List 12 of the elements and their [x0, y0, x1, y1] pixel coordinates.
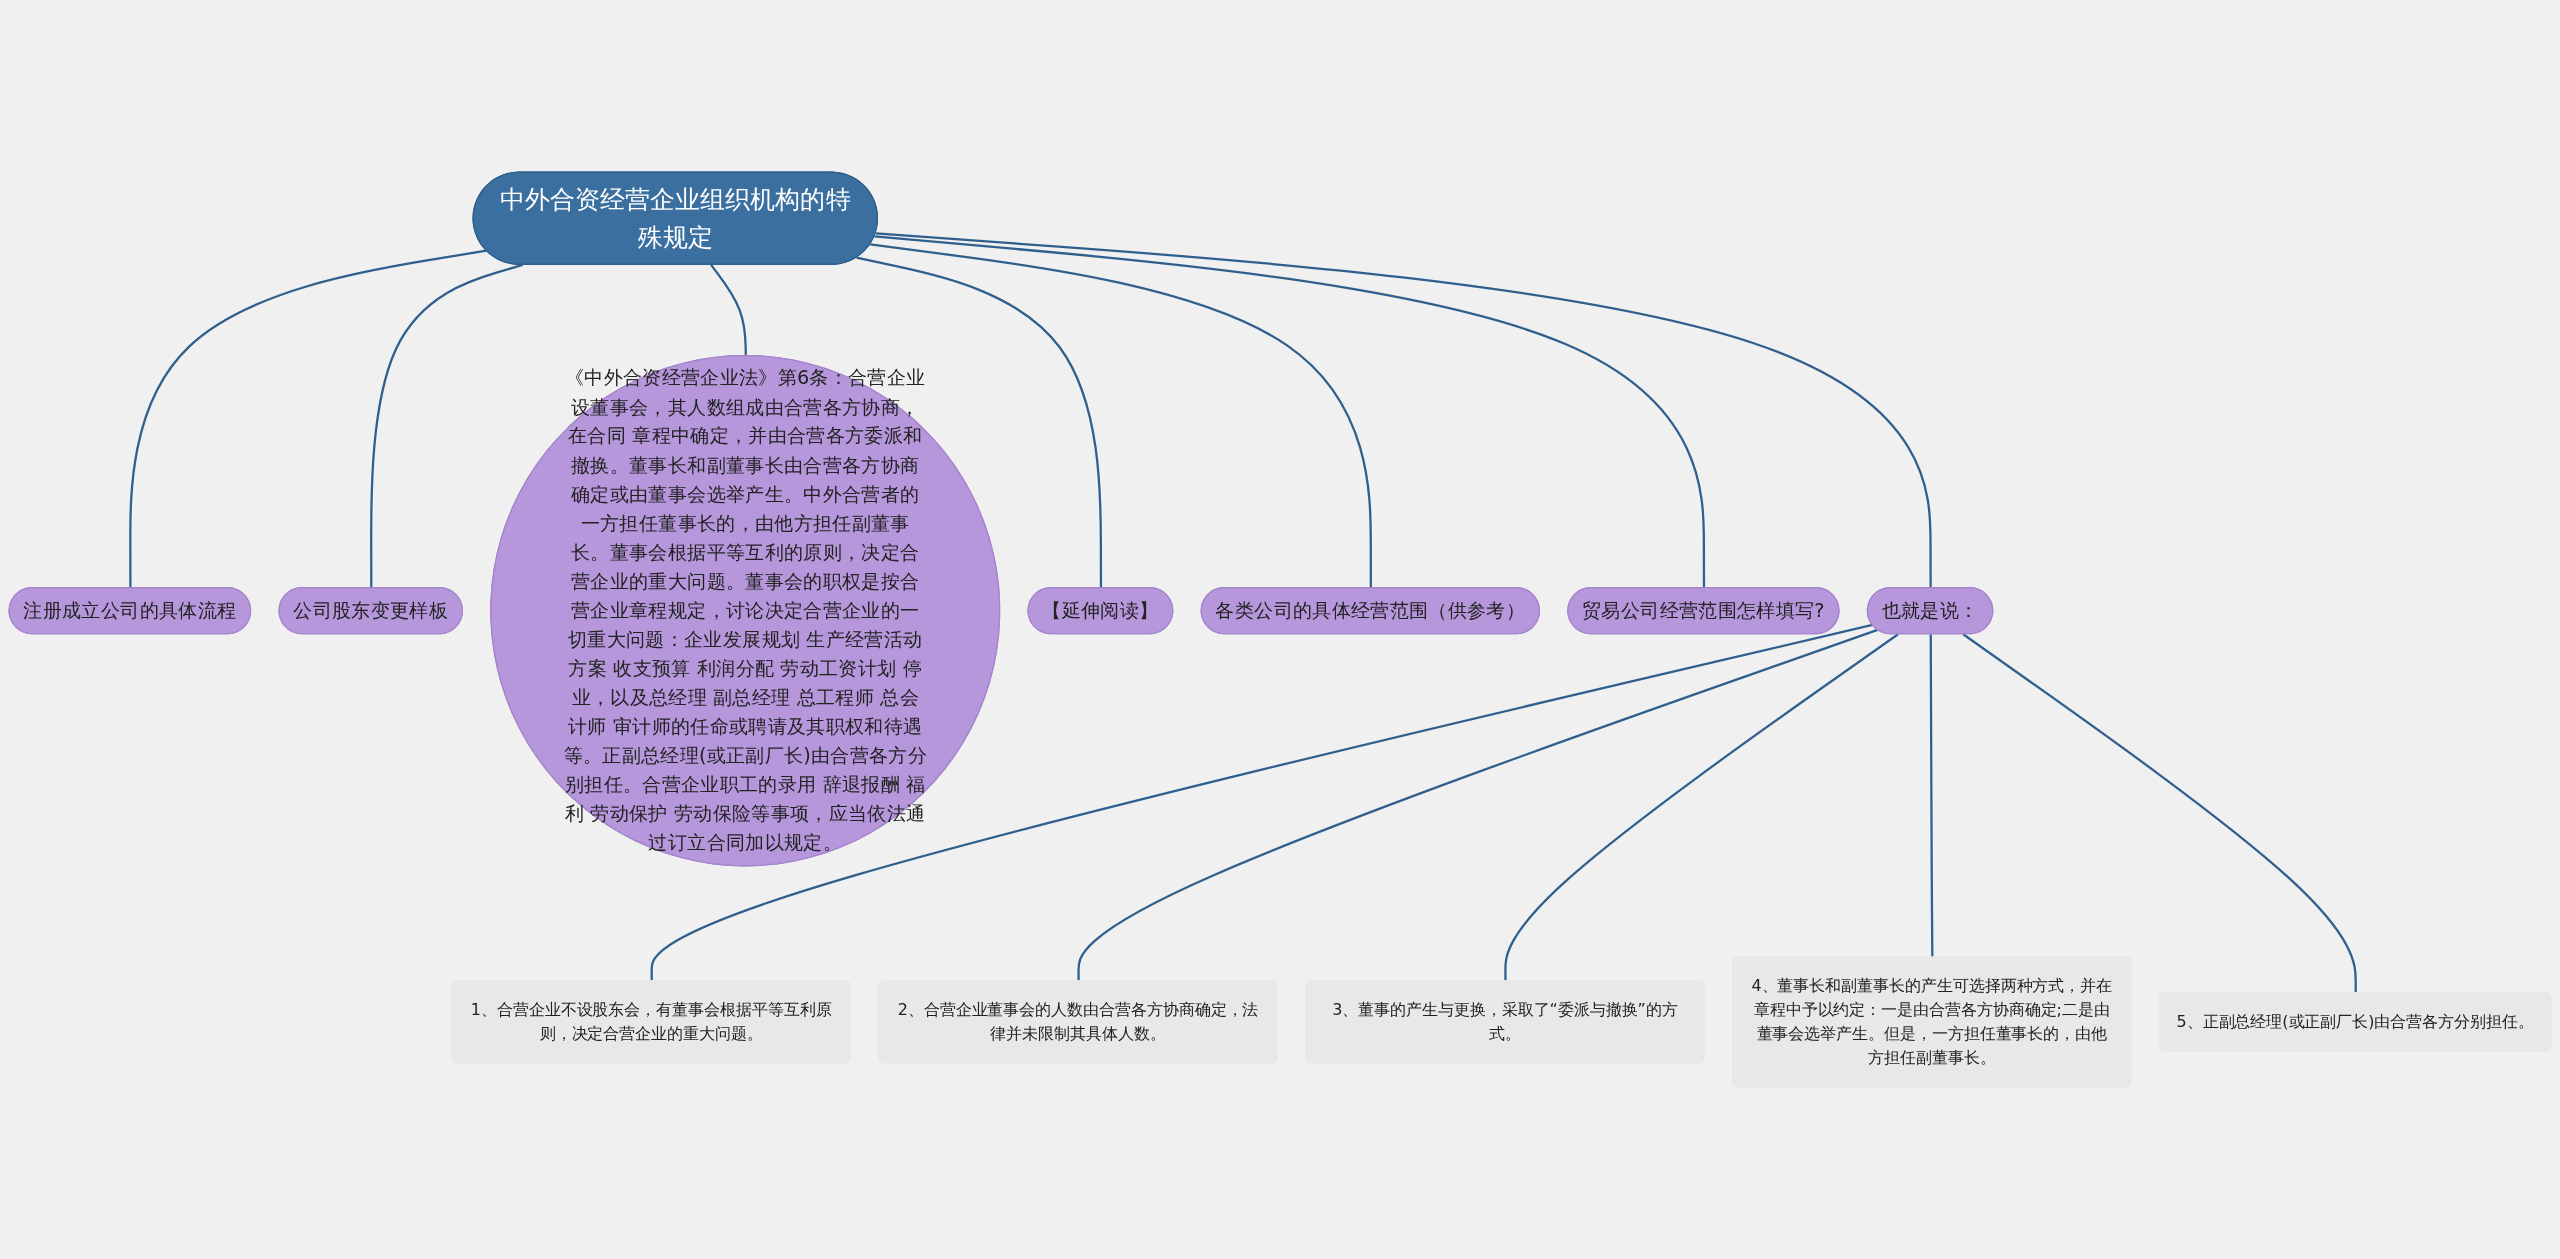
connector	[875, 232, 1932, 589]
connector	[870, 243, 1372, 589]
connector	[856, 256, 1103, 589]
connector	[370, 263, 523, 589]
connector	[1504, 633, 1899, 982]
connector	[1929, 634, 1934, 958]
connector	[874, 235, 1706, 589]
connector	[650, 623, 1873, 982]
connector	[710, 264, 747, 357]
connector	[129, 249, 487, 589]
connector	[1962, 633, 2357, 994]
connector	[1077, 628, 1878, 982]
